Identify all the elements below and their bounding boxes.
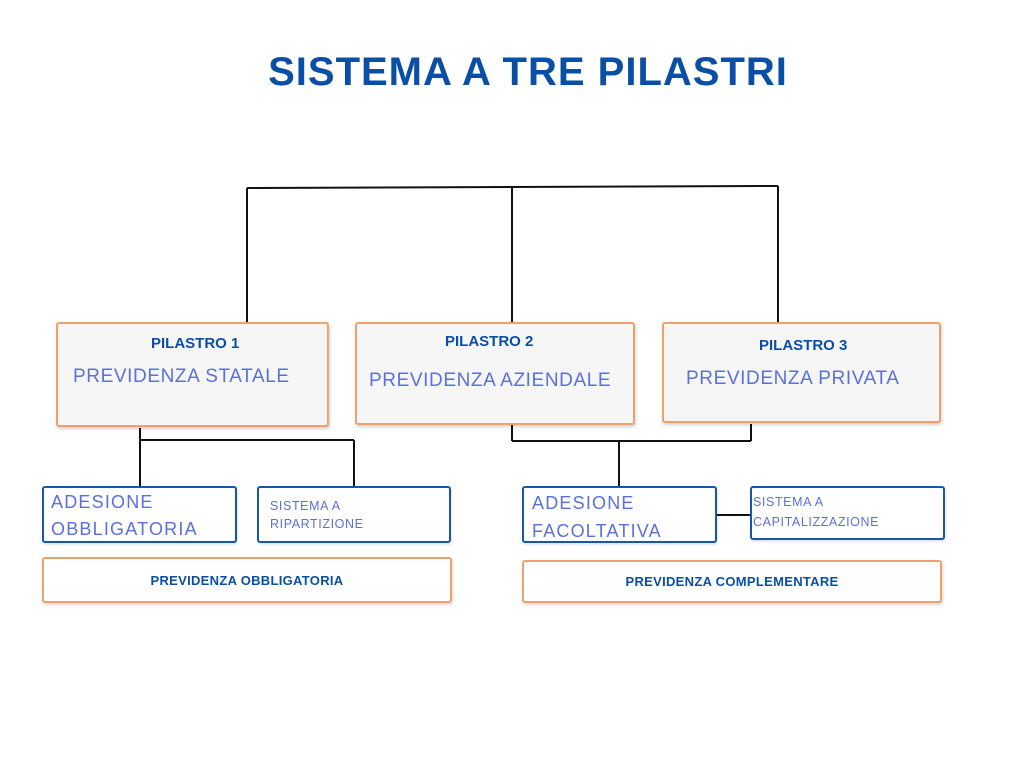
optional-adhesion-line-2: FACOLTATIVA: [532, 521, 662, 541]
distribution-system-line-2: RIPARTIZIONE: [270, 517, 364, 531]
pillar-1-description: PREVIDENZA STATALE: [73, 366, 290, 387]
capitalization-system-box: SISTEMA A CAPITALIZZAZIONE: [750, 486, 945, 540]
mandatory-pension-label: PREVIDENZA OBBLIGATORIA: [150, 572, 344, 588]
capitalization-system-line-2: CAPITALIZZAZIONE: [753, 515, 880, 529]
optional-adhesion-box: ADESIONE FACOLTATIVA: [522, 486, 717, 543]
pillar-3-number: PILASTRO 3: [759, 337, 848, 354]
pillar-1-box: PILASTRO 1 PREVIDENZA STATALE: [56, 322, 329, 427]
mandatory-adhesion-box: ADESIONE OBBLIGATORIA: [42, 486, 237, 543]
mandatory-pension-box: PREVIDENZA OBBLIGATORIA: [42, 557, 452, 603]
mandatory-adhesion-line-2: OBBLIGATORIA: [51, 519, 198, 539]
complementary-pension-box: PREVIDENZA COMPLEMENTARE: [522, 560, 942, 603]
complementary-pension-label: PREVIDENZA COMPLEMENTARE: [625, 574, 839, 589]
pillar-3-description: PREVIDENZA PRIVATA: [686, 368, 900, 389]
mandatory-adhesion-line-1: ADESIONE: [51, 492, 154, 512]
optional-adhesion-line-1: ADESIONE: [532, 493, 635, 513]
pillar-2-number: PILASTRO 2: [445, 333, 534, 350]
capitalization-system-line-1: SISTEMA A: [753, 495, 824, 509]
pillar-2-description: PREVIDENZA AZIENDALE: [369, 370, 612, 391]
distribution-system-line-1: SISTEMA A: [270, 499, 341, 513]
page-title: SISTEMA A TRE PILASTRI: [268, 50, 788, 94]
pillar-2-box: PILASTRO 2 PREVIDENZA AZIENDALE: [355, 322, 635, 425]
distribution-system-box: SISTEMA A RIPARTIZIONE: [257, 486, 451, 543]
pillar-1-number: PILASTRO 1: [151, 335, 240, 352]
pillar-3-box: PILASTRO 3 PREVIDENZA PRIVATA: [662, 322, 941, 423]
